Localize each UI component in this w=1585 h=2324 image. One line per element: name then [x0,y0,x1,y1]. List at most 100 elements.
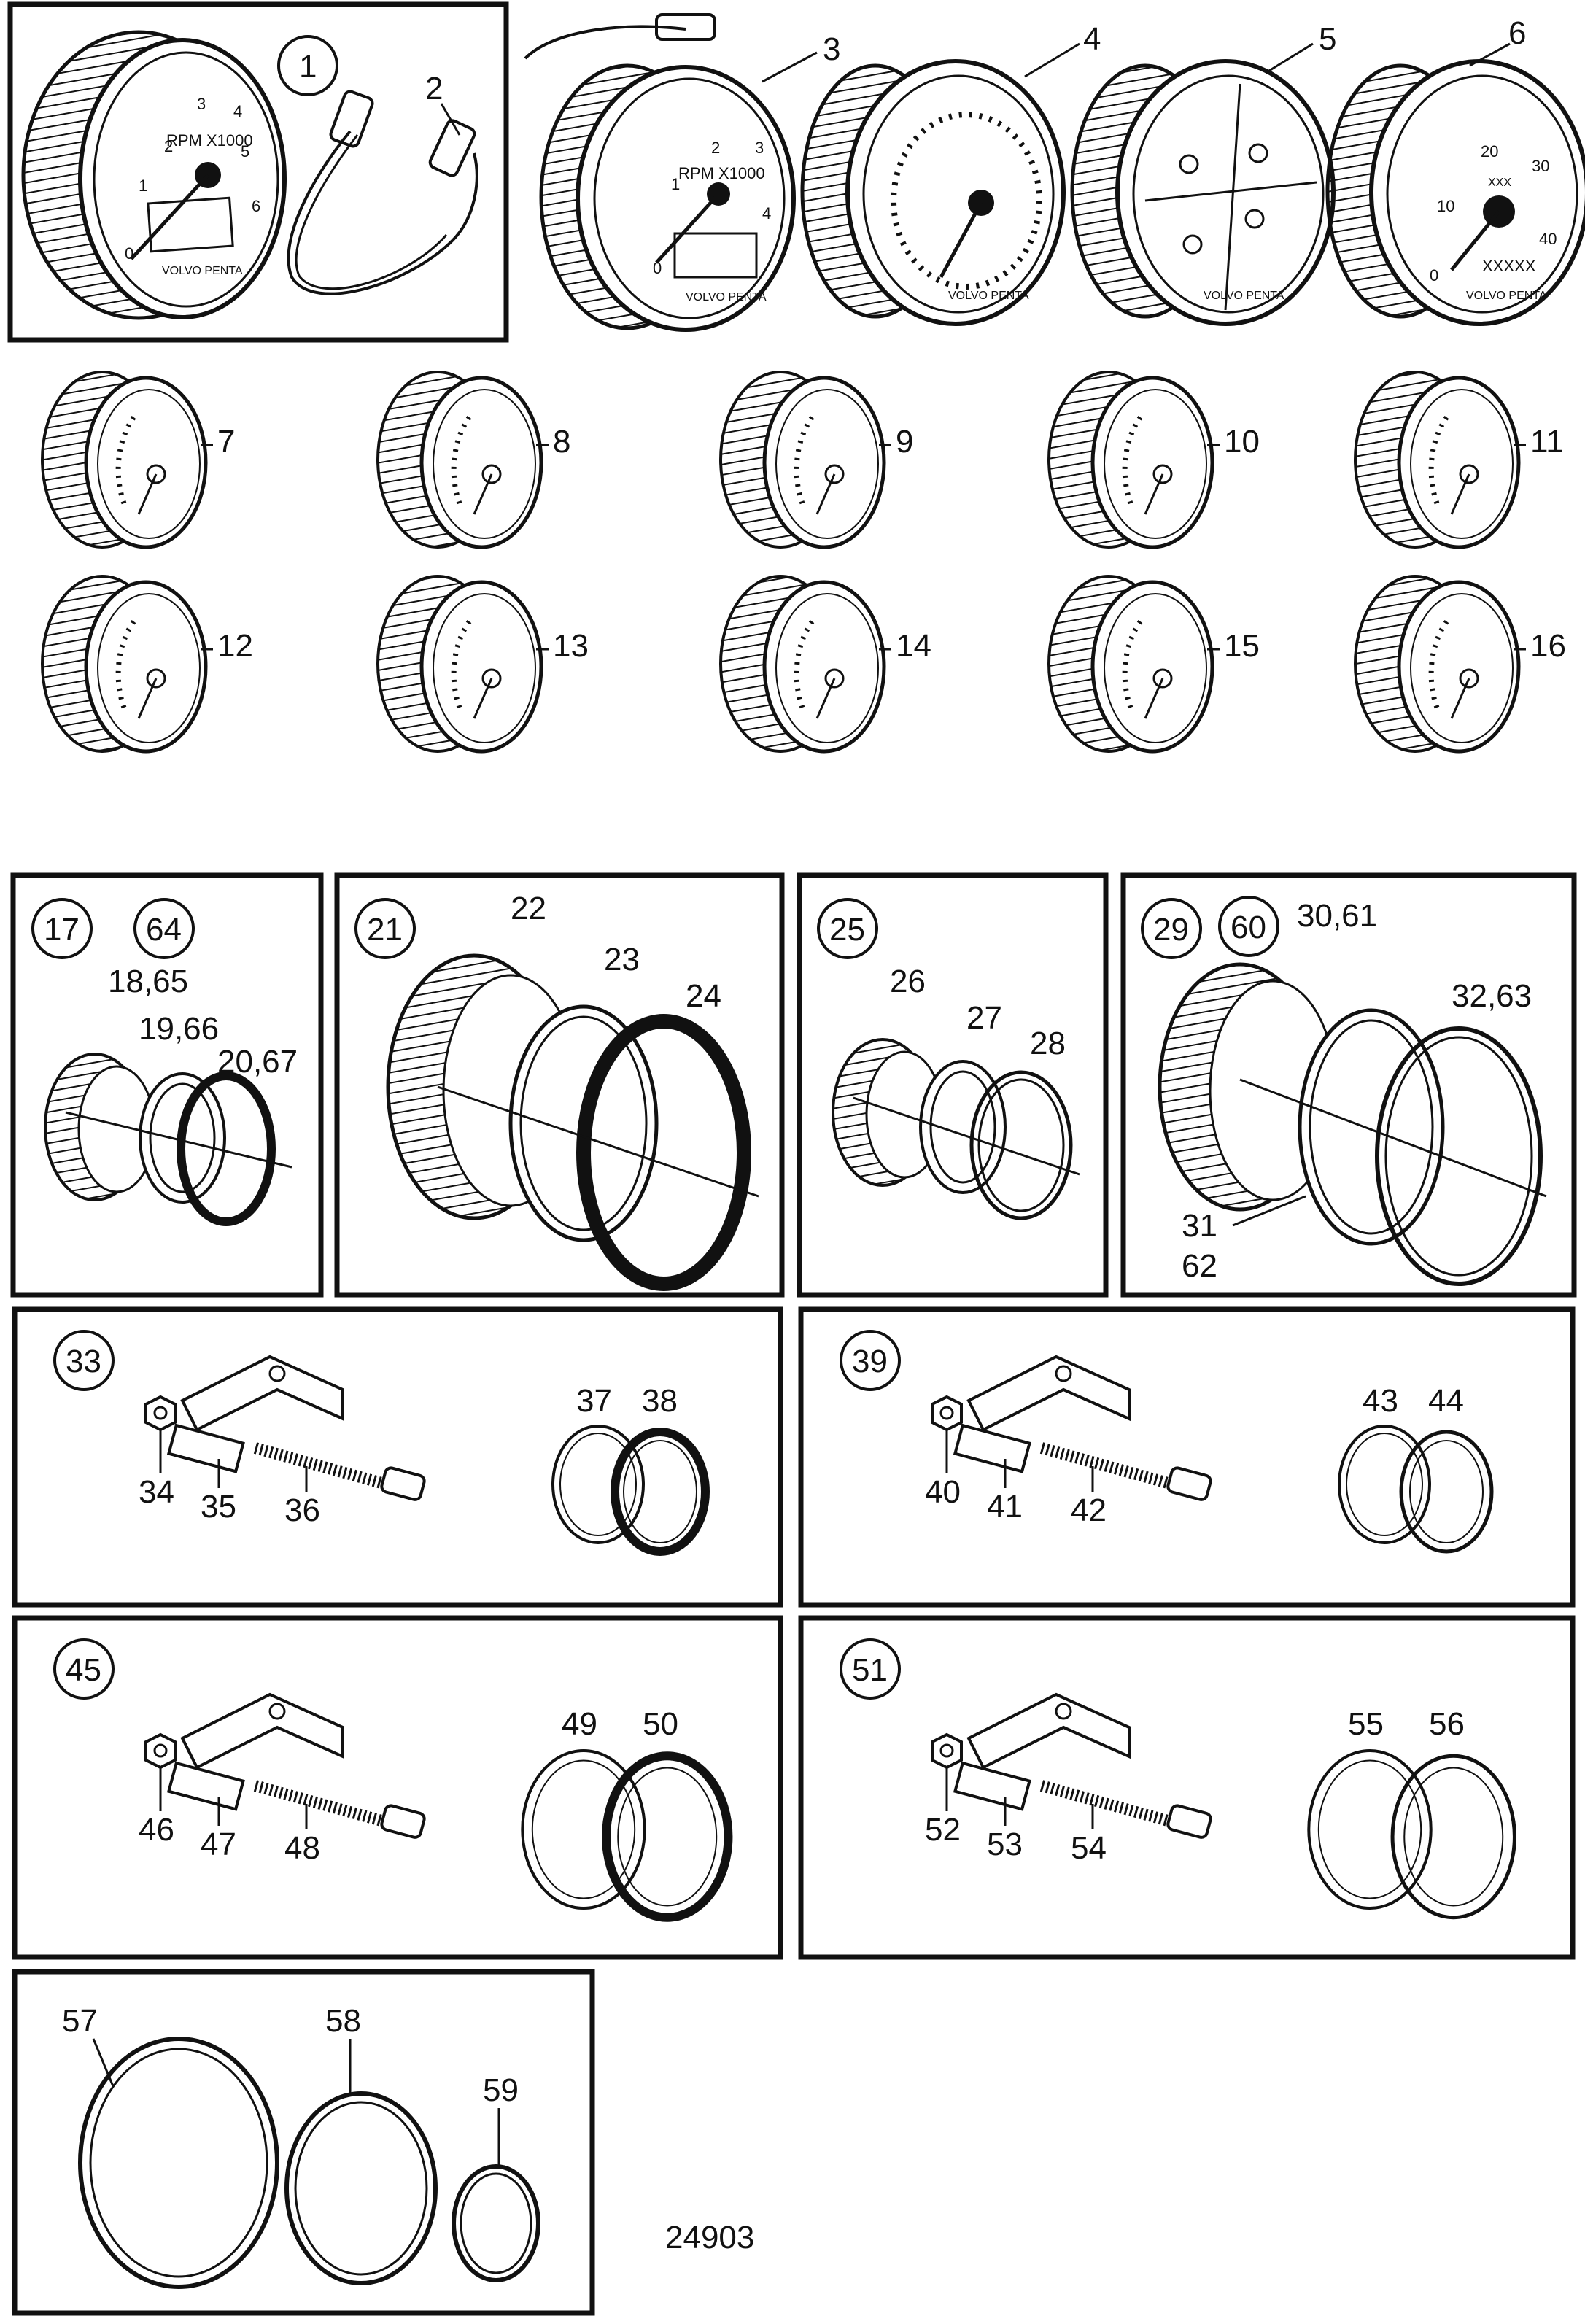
label-44: 44 [1428,1383,1464,1419]
label-34: 34 [139,1474,174,1510]
label-35: 35 [201,1489,236,1525]
g1-tick-6: 6 [252,197,260,215]
g3-rpm-text: RPM X1000 [678,164,765,182]
g3-brand-text: VOLVO PENTA [686,291,767,303]
small-gauge-16: 16 [1354,575,1566,754]
small-gauge-15: 15 [1047,575,1260,754]
gauge-6: 0 10 20 30 40 XXXXX XXX VOLVO PENTA 6 [1325,15,1585,326]
label-28: 28 [1030,1026,1066,1061]
label-37: 37 [576,1383,612,1419]
label-27: 27 [966,1000,1002,1036]
callout-6: 6 [1508,15,1526,51]
label-46: 46 [139,1812,174,1848]
g6-tick-10: 10 [1437,197,1454,215]
figure-number: 24903 [665,2220,754,2255]
g6-tick-20: 20 [1481,142,1498,160]
box-21: 21 22 23 24 [334,872,785,1298]
g6-tick-40: 40 [1539,230,1557,248]
callout-3: 3 [823,31,840,67]
small-gauge-8: 8 [376,371,570,549]
gauge-4: VOLVO PENTA 4 [800,21,1101,326]
g4-brand-text: VOLVO PENTA [948,290,1029,302]
circle-33: 33 [66,1344,101,1379]
label-38: 38 [642,1383,678,1419]
small-gauge-7: 7 [41,371,235,549]
small-gauge-9: 9 [719,371,913,549]
small-gauge-10: 10 [1047,371,1260,549]
label-18-65: 18,65 [108,964,188,999]
label-23: 23 [604,942,640,977]
g1-tick-5: 5 [241,142,249,160]
circle-29: 29 [1153,912,1189,948]
label-31: 31 [1182,1208,1217,1244]
small-gauges-row-1: 7 8 9 10 11 [41,371,1564,549]
box-33: 33 34 35 36 37 38 [12,1306,783,1608]
box-29-60: 29 60 30,61 32,63 31 62 [1120,872,1577,1298]
gauge-5: VOLVO PENTA 5 [1070,21,1336,326]
label-48: 48 [284,1830,320,1866]
label-56: 56 [1429,1706,1465,1742]
label-55: 55 [1348,1706,1384,1742]
g3-tick-4: 4 [762,204,771,222]
g3-tick-1: 1 [671,175,680,193]
label-24: 24 [686,978,721,1014]
callout-9: 9 [896,424,913,460]
dial-brand-text: VOLVO PENTA [162,265,243,277]
callout-circle-1 [277,35,338,96]
g1-tick-2: 2 [164,137,173,155]
callout-2: 2 [425,71,443,106]
g1-tick-3: 3 [197,95,206,113]
label-40: 40 [925,1474,961,1510]
label-57: 57 [62,2003,98,2039]
g1-tick-1: 1 [139,177,147,195]
g3-tick-3: 3 [755,139,764,157]
label-26: 26 [890,964,926,999]
callout-11: 11 [1530,424,1564,460]
callout-14: 14 [896,628,931,664]
small-gauge-14: 14 [719,575,931,754]
callout-13: 13 [553,628,589,664]
g5-brand-text: VOLVO PENTA [1204,290,1284,302]
g1-tick-4: 4 [233,102,242,120]
circle-51: 51 [852,1652,888,1688]
circle-17: 17 [44,912,80,948]
callout-16: 16 [1530,628,1566,664]
circle-21: 21 [367,912,403,948]
label-54: 54 [1071,1830,1107,1866]
g6-brand-text: VOLVO PENTA [1466,290,1547,302]
box-17-64: 17 64 18,65 19,66 20,67 [10,872,324,1298]
box-seals: 57 58 59 [12,1969,595,2316]
box-gauge-1: RPM X1000 VOLVO PENTA 0 1 2 3 4 5 6 1 2 [7,1,509,343]
g6-tick-0: 0 [1430,266,1438,284]
callout-7: 7 [217,424,235,460]
label-49: 49 [562,1706,597,1742]
gauge-3: RPM X1000 VOLVO PENTA 0 1 2 3 4 3 [524,13,840,332]
label-41: 41 [987,1489,1023,1525]
g1-tick-0: 0 [125,244,133,263]
label-43: 43 [1363,1383,1398,1419]
dial-rpm-text: RPM X1000 [166,131,253,150]
label-22: 22 [511,891,546,926]
label-20-67: 20,67 [217,1044,298,1080]
callout-15: 15 [1224,628,1260,664]
callout-5: 5 [1319,21,1336,57]
label-53: 53 [987,1827,1023,1862]
small-gauge-11: 11 [1354,371,1564,549]
label-42: 42 [1071,1492,1107,1528]
label-36: 36 [284,1492,320,1528]
label-62: 62 [1182,1248,1217,1284]
circle-60: 60 [1231,910,1266,945]
g3-tick-0: 0 [653,259,662,277]
g6-xxx-text: XXX [1488,177,1511,189]
label-47: 47 [201,1827,236,1862]
circle-64: 64 [146,912,182,948]
small-gauge-13: 13 [376,575,589,754]
g6-xxxxx-text: XXXXX [1482,257,1536,275]
g6-tick-30: 30 [1532,157,1549,175]
label-52: 52 [925,1812,961,1848]
